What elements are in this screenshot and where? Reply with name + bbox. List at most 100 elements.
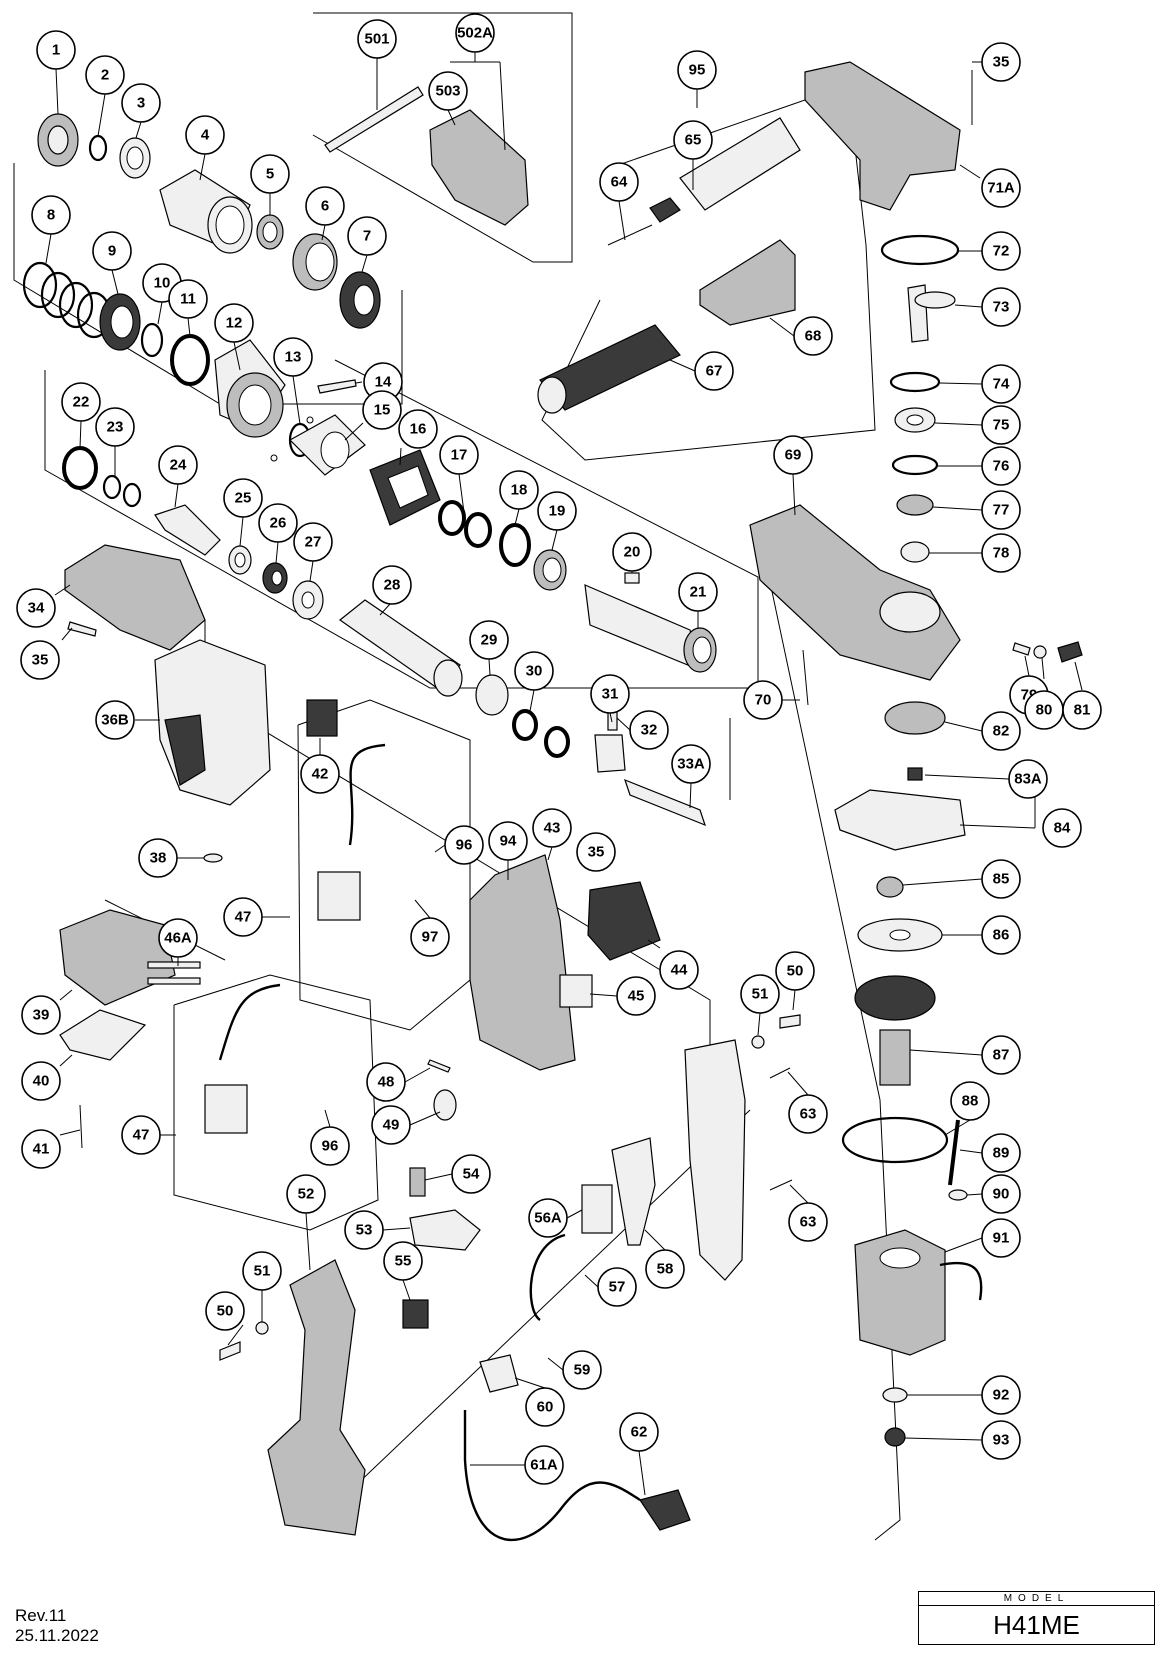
callout-label-54: 54 (463, 1166, 480, 1183)
callout-18: 18 (499, 470, 539, 510)
callout-70: 70 (743, 680, 783, 720)
callout-label-52: 52 (298, 1186, 315, 1203)
callout-67: 67 (694, 351, 734, 391)
callout-label-7: 7 (363, 228, 371, 245)
callout-label-96b: 96 (322, 1138, 339, 1155)
callout-11: 11 (168, 279, 208, 319)
callout-label-35b: 35 (993, 54, 1010, 71)
callout-77: 77 (981, 490, 1021, 530)
callout-26: 26 (258, 503, 298, 543)
callout-61A: 61A (524, 1445, 564, 1485)
callout-label-32: 32 (641, 722, 658, 739)
model-label: MODEL (919, 1592, 1154, 1606)
callout-31: 31 (590, 674, 630, 714)
callout-label-502A: 502A (457, 25, 493, 42)
callout-label-23: 23 (107, 419, 124, 436)
callout-41: 41 (21, 1129, 61, 1169)
callout-50a: 50 (775, 951, 815, 991)
callout-label-68: 68 (805, 328, 822, 345)
callout-83A: 83A (1008, 759, 1048, 799)
callout-95: 95 (677, 50, 717, 90)
callout-label-96a: 96 (456, 837, 473, 854)
callout-label-35c: 35 (588, 844, 605, 861)
callout-label-39: 39 (33, 1007, 50, 1024)
callout-27: 27 (293, 522, 333, 562)
callout-label-31: 31 (602, 686, 619, 703)
callout-label-45: 45 (628, 988, 645, 1005)
callout-65: 65 (673, 120, 713, 160)
callout-label-85: 85 (993, 871, 1010, 888)
callout-51b: 51 (242, 1251, 282, 1291)
callout-35c: 35 (576, 832, 616, 872)
callout-2: 2 (85, 55, 125, 95)
callout-47b: 47 (121, 1115, 161, 1155)
callout-label-40: 40 (33, 1073, 50, 1090)
callout-7: 7 (347, 216, 387, 256)
callout-54: 54 (451, 1154, 491, 1194)
callout-label-73: 73 (993, 299, 1010, 316)
part-shapes (22, 61, 1083, 1542)
group-frames (13, 12, 901, 1541)
callout-1: 1 (36, 30, 76, 70)
callout-label-63b: 63 (800, 1214, 817, 1231)
callout-label-14: 14 (375, 374, 392, 391)
callout-label-29: 29 (481, 632, 498, 649)
callout-39: 39 (21, 995, 61, 1035)
callout-51a: 51 (740, 974, 780, 1014)
callout-label-91: 91 (993, 1230, 1010, 1247)
callout-label-89: 89 (993, 1145, 1010, 1162)
callout-38: 38 (138, 838, 178, 878)
callout-label-38: 38 (150, 850, 167, 867)
callout-label-28: 28 (384, 577, 401, 594)
callout-63b: 63 (788, 1202, 828, 1242)
callout-label-10: 10 (154, 275, 171, 292)
callout-12: 12 (214, 303, 254, 343)
callout-96a: 96 (444, 825, 484, 865)
revision-date: 25.11.2022 (15, 1626, 99, 1645)
callout-label-95: 95 (689, 62, 706, 79)
callout-label-77: 77 (993, 502, 1010, 519)
callout-48: 48 (366, 1062, 406, 1102)
callout-label-94: 94 (500, 833, 517, 850)
callout-46A: 46A (158, 918, 198, 958)
callout-label-74: 74 (993, 376, 1010, 393)
callout-label-11: 11 (180, 291, 196, 308)
callout-label-9: 9 (108, 243, 116, 260)
callout-56A: 56A (528, 1198, 568, 1238)
callout-84: 84 (1042, 808, 1082, 848)
callout-label-12: 12 (226, 315, 243, 332)
callout-label-1: 1 (52, 42, 60, 59)
callout-78: 78 (981, 533, 1021, 573)
callout-label-83A: 83A (1014, 771, 1042, 788)
callout-8: 8 (31, 195, 71, 235)
callout-label-4: 4 (201, 127, 210, 144)
callout-80: 80 (1024, 690, 1064, 730)
callout-label-33A: 33A (677, 756, 705, 773)
callout-label-13: 13 (285, 349, 302, 366)
callout-label-47b: 47 (133, 1127, 150, 1144)
callout-label-72: 72 (993, 243, 1010, 260)
callout-label-26: 26 (270, 515, 287, 532)
callout-label-35a: 35 (32, 652, 49, 669)
callout-label-69: 69 (785, 447, 802, 464)
callout-label-55: 55 (395, 1253, 412, 1270)
callout-63a: 63 (788, 1094, 828, 1134)
callout-62: 62 (619, 1412, 659, 1452)
callout-57: 57 (597, 1267, 637, 1307)
callout-81: 81 (1062, 690, 1102, 730)
callout-35a: 35 (20, 640, 60, 680)
callout-55: 55 (383, 1241, 423, 1281)
callout-34: 34 (16, 588, 56, 628)
callout-label-57: 57 (609, 1279, 626, 1296)
callout-label-93: 93 (993, 1432, 1010, 1449)
callout-label-27: 27 (305, 534, 322, 551)
callout-22: 22 (61, 382, 101, 422)
callout-label-24: 24 (170, 457, 187, 474)
callout-label-78: 78 (993, 545, 1010, 562)
callout-69: 69 (773, 435, 813, 475)
callout-label-87: 87 (993, 1047, 1010, 1064)
callout-label-15: 15 (374, 402, 391, 419)
callout-label-41: 41 (33, 1141, 50, 1158)
callout-label-8: 8 (47, 207, 55, 224)
callout-19: 19 (537, 491, 577, 531)
